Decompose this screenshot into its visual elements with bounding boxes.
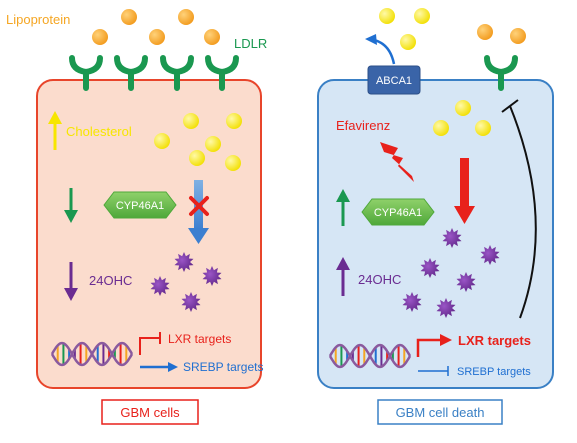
srebp-repressed-symbol (418, 366, 449, 376)
left-srebp-label: SREBP targets (183, 360, 263, 374)
right-srebp-label: SREBP targets (457, 366, 531, 378)
cholesterol-particle (205, 136, 221, 152)
24ohc-molecule (442, 228, 462, 248)
lxr-active-arrow (416, 334, 452, 357)
cholesterol-particles (154, 113, 242, 171)
24ohc-down-arrow (64, 262, 78, 301)
intracellular-cholesterol (433, 100, 491, 136)
ldlr-receptor-icon (205, 55, 239, 91)
24ohc-molecule (480, 245, 500, 265)
ldlr-receptor-icon (160, 55, 194, 91)
lipoprotein-particle (149, 29, 165, 45)
right-panel-label-box (377, 399, 503, 425)
efavirenz-label: Efavirenz (336, 118, 390, 133)
lipoprotein-particle (121, 9, 137, 25)
extracellular-cholesterol (379, 8, 430, 50)
abca1-transporter (367, 65, 421, 95)
cholesterol-particle (226, 113, 242, 129)
right-panel: ABCA1 Efavirenz (317, 8, 554, 425)
efflux-arrow (365, 34, 396, 65)
left-panel: Lipoprotein LDLR Cholesterol (6, 9, 267, 425)
srebp-active-arrow (140, 362, 178, 372)
right-lipoprotein-particles (477, 24, 526, 44)
cholesterol-particle (433, 120, 449, 136)
cholesterol-particle (183, 113, 199, 129)
cholesterol-particle (400, 34, 416, 50)
left-panel-label-box (101, 399, 199, 425)
cyp46a1-up-arrow (336, 189, 350, 226)
left-cell (36, 79, 262, 389)
lipoprotein-particle (204, 29, 220, 45)
24ohc-molecule (436, 298, 456, 318)
dna-helix-icon (50, 341, 134, 367)
left-panel-label: GBM cells (120, 405, 180, 420)
block-x-icon (189, 196, 209, 216)
efavirenz-lightning-icon (380, 142, 414, 182)
cholesterol-particle (189, 150, 205, 166)
ldlr-receptor-icon (114, 55, 148, 91)
cyp46a1-enzyme (361, 198, 435, 226)
24ohc-molecule (402, 292, 422, 312)
24ohc-molecule (181, 292, 201, 312)
ldlr-feedback-inhibition (501, 99, 537, 319)
activated-conversion-arrow (454, 158, 475, 224)
24ohc-molecules (150, 252, 222, 312)
24ohc-up-arrow (336, 257, 350, 296)
dna-helix-icon (328, 343, 412, 369)
ldlr-receptors (69, 55, 239, 91)
lipoprotein-particles (92, 9, 220, 45)
abca1-label: ABCA1 (376, 75, 412, 87)
cyp46a1-down-arrow (64, 188, 78, 223)
cholesterol-particle (414, 8, 430, 24)
24ohc-label: 24OHC (89, 273, 132, 288)
lipoprotein-particle (92, 29, 108, 45)
right-panel-label: GBM cell death (396, 405, 485, 420)
ldlr-label: LDLR (234, 36, 267, 51)
cholesterol-label: Cholesterol (66, 124, 132, 139)
24ohc-molecule (150, 276, 170, 296)
right-cell (317, 79, 554, 389)
24ohc-molecule (420, 258, 440, 278)
cholesterol-particle (455, 100, 471, 116)
24ohc-label: 24OHC (358, 272, 401, 287)
cholesterol-particle (475, 120, 491, 136)
cholesterol-particle (154, 133, 170, 149)
lipoprotein-label: Lipoprotein (6, 12, 70, 27)
cyp46a1-label: CYP46A1 (116, 200, 164, 212)
cholesterol-particle (225, 155, 241, 171)
cyp46a1-label: CYP46A1 (374, 207, 422, 219)
lipoprotein-particle (477, 24, 493, 40)
24ohc-molecules (402, 228, 500, 318)
24ohc-molecule (202, 266, 222, 286)
right-lxr-label: LXR targets (458, 333, 531, 348)
cyp46a1-enzyme (103, 191, 177, 219)
lipoprotein-particle (178, 9, 194, 25)
24ohc-molecule (456, 272, 476, 292)
lipoprotein-particle (510, 28, 526, 44)
cholesterol-up-arrow (48, 111, 62, 150)
24ohc-molecule (174, 252, 194, 272)
lxr-repressed-symbol (139, 332, 161, 355)
ldlr-receptor-icon (484, 55, 518, 91)
cholesterol-particle (379, 8, 395, 24)
left-lxr-label: LXR targets (168, 332, 231, 346)
ldlr-receptor-icon (69, 55, 103, 91)
